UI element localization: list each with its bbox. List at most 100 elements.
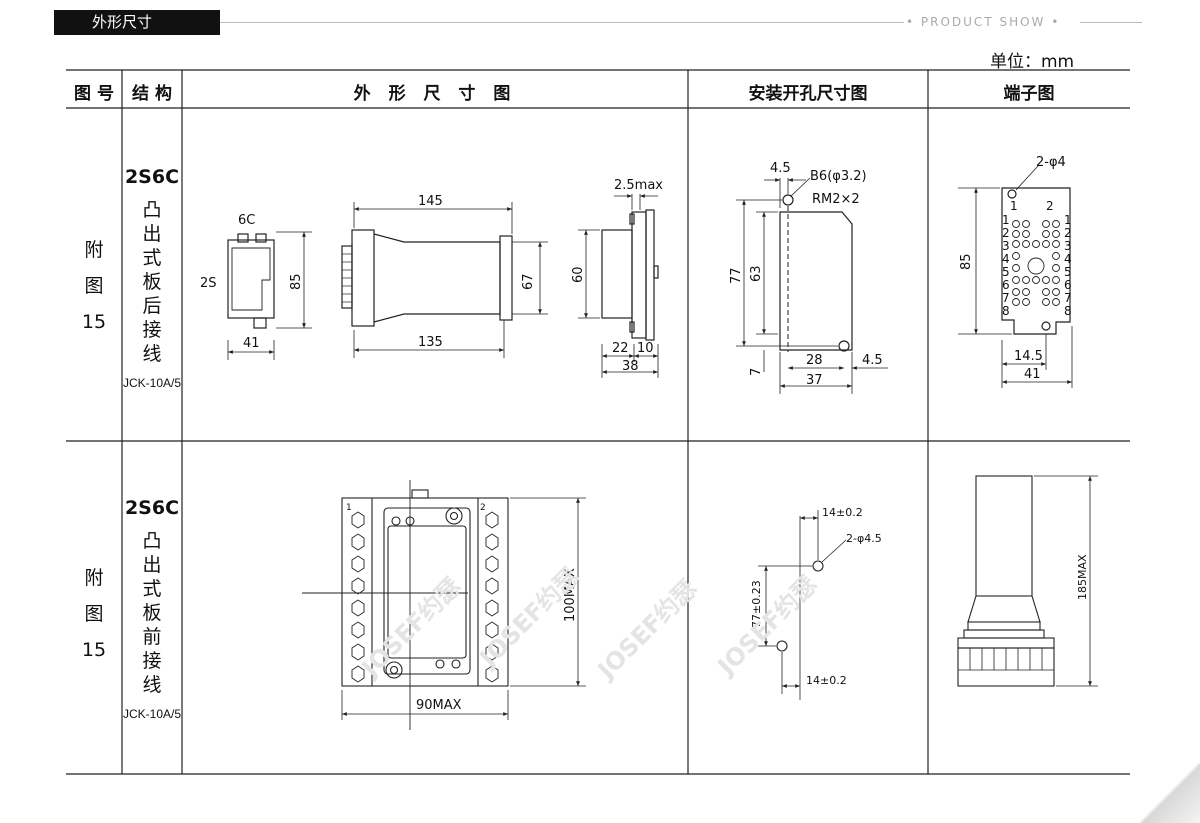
- row1-figure-label-2: 图: [84, 275, 104, 297]
- terminal-drawing-front: [957, 475, 1098, 687]
- left-number: 7: [1002, 291, 1010, 305]
- row1-model: 2S6C: [124, 166, 180, 188]
- row1-structure-char: 凸: [142, 199, 162, 221]
- col-header-structure: 结 构: [132, 84, 172, 104]
- row1-structure-char: 线: [142, 343, 162, 365]
- unit-label: 单位：mm: [990, 52, 1075, 72]
- row2-structure-char: 前: [142, 626, 162, 648]
- dim-38: 38: [622, 359, 639, 374]
- cutout-drawing-rear-labels: 4.5 B6(φ3.2) RM2×2 77 63 7 28 4.5 37: [729, 161, 883, 388]
- dim-67: 67: [521, 273, 536, 290]
- dim-77: 77: [729, 267, 744, 284]
- row1-structure-char: 后: [142, 295, 162, 317]
- row1-structure: 2S6C 凸 出 式 板 后 接 线 JCK-10A/5: [122, 166, 182, 390]
- dim-90max: 90MAX: [416, 698, 462, 713]
- row2-figure-label-1: 附: [84, 567, 104, 589]
- dim-60: 60: [571, 266, 586, 283]
- dim-77-tol: 77±0.23: [750, 580, 763, 628]
- label-6c: 6C: [238, 213, 255, 228]
- cutout-drawing-front: [758, 510, 847, 700]
- row2-figure-label-2: 图: [84, 603, 104, 625]
- header-divider: [220, 22, 904, 23]
- row2-structure-char: 式: [142, 578, 162, 600]
- right-number: 8: [1064, 304, 1072, 318]
- terminal-dim-85: 85: [959, 253, 974, 270]
- right-number: 2: [1064, 226, 1072, 240]
- row1-figure-label-1: 附: [84, 239, 104, 261]
- cutout-drawing-rear: [736, 177, 888, 394]
- row2-structure-char: 接: [142, 650, 162, 672]
- right-number: 3: [1064, 239, 1072, 253]
- outline-drawing-front-labels: 1 2 100MAX 90MAX: [346, 503, 578, 713]
- dim-10: 10: [637, 341, 654, 356]
- terminal-drawing-rear: [958, 165, 1073, 388]
- product-show-label: • PRODUCT SHOW •: [906, 15, 1061, 29]
- terminal-drawing-front-labels: 185MAX: [1076, 554, 1089, 600]
- left-number: 8: [1002, 304, 1010, 318]
- top-number-2: 2: [1046, 199, 1054, 213]
- outline-drawing-rear-labels: 6C 2S 41 85 145 135 67 2.5max 60 22 10 3…: [200, 178, 663, 374]
- dim-22: 22: [612, 341, 629, 356]
- dim-85: 85: [289, 273, 304, 290]
- row1-structure-char: 接: [142, 319, 162, 341]
- dim-100max: 100MAX: [563, 568, 578, 622]
- header-divider-right: [1080, 22, 1142, 23]
- dim-37: 37: [806, 373, 823, 388]
- row2-figure-label-3: 15: [81, 639, 107, 661]
- row2-structure-char: 出: [142, 554, 162, 576]
- row1-code: JCK-10A/5: [122, 376, 182, 390]
- row2-structure-char: 板: [142, 602, 162, 624]
- outline-drawing-front: [302, 480, 586, 730]
- dim-2-5max: 2.5max: [614, 178, 663, 193]
- row2-structure: 2S6C 凸 出 式 板 前 接 线 JCK-10A/5: [122, 497, 182, 721]
- dim-14-bottom: 14±0.2: [806, 674, 847, 687]
- row1-figure-label: 附 图 15: [66, 232, 122, 340]
- left-number: 6: [1002, 278, 1010, 292]
- dim-145: 145: [418, 194, 443, 209]
- left-number: 2: [1002, 226, 1010, 240]
- col-header-terminal-drawing: 端子图: [1003, 84, 1055, 104]
- cutout-drawing-front-labels: 14±0.2 2-φ4.5 77±0.23 14±0.2: [750, 506, 882, 687]
- dim-41: 41: [243, 336, 260, 351]
- dim-14-top: 14±0.2: [822, 506, 863, 519]
- row2-figure-label: 附 图 15: [66, 560, 122, 668]
- row2-structure-char: 线: [142, 674, 162, 696]
- top-number-1: 1: [1010, 199, 1018, 213]
- row2-structure-text: 凸 出 式 板 前 接 线: [122, 529, 182, 697]
- row1-structure-char: 出: [142, 223, 162, 245]
- watermark: JOSEF约瑟: [711, 570, 822, 681]
- row2-structure-char: 凸: [142, 530, 162, 552]
- hole-label-b6: B6(φ3.2): [810, 169, 867, 184]
- small-label-1: 1: [346, 503, 352, 513]
- right-number: 4: [1064, 252, 1072, 266]
- col-header-figure-no: 图 号: [74, 84, 114, 104]
- dim-63: 63: [749, 265, 764, 282]
- outline-drawing-rear: [227, 194, 659, 378]
- dim-28: 28: [806, 353, 823, 368]
- hole-label-2-phi4-5: 2-φ4.5: [846, 532, 882, 545]
- label-2s: 2S: [200, 276, 217, 291]
- left-number: 1: [1002, 213, 1010, 227]
- dim-4-5b: 4.5: [862, 353, 883, 368]
- hole-label-2-phi4: 2-φ4: [1036, 155, 1066, 170]
- right-number: 7: [1064, 291, 1072, 305]
- row1-figure-label-3: 15: [81, 311, 107, 333]
- small-label-2: 2: [480, 503, 486, 513]
- right-number: 6: [1064, 278, 1072, 292]
- row2-model: 2S6C: [124, 497, 180, 519]
- col-header-outline-drawing: 外 形 尺 寸 图: [353, 84, 517, 104]
- dim-135: 135: [418, 335, 443, 350]
- terminal-dim-14-5: 14.5: [1014, 349, 1043, 364]
- row1-structure-text: 凸 出 式 板 后 接 线: [122, 198, 182, 366]
- watermark: JOSEF约瑟: [591, 574, 702, 685]
- col-header-cutout-drawing: 安装开孔尺寸图: [748, 84, 868, 104]
- dim-7: 7: [749, 368, 764, 376]
- left-number: 5: [1002, 265, 1010, 279]
- rm-label: RM2×2: [812, 192, 860, 207]
- page-curl-decoration: [1140, 763, 1200, 823]
- right-number: 1: [1064, 213, 1072, 227]
- terminal-dim-41: 41: [1024, 367, 1041, 382]
- row1-structure-char: 式: [142, 247, 162, 269]
